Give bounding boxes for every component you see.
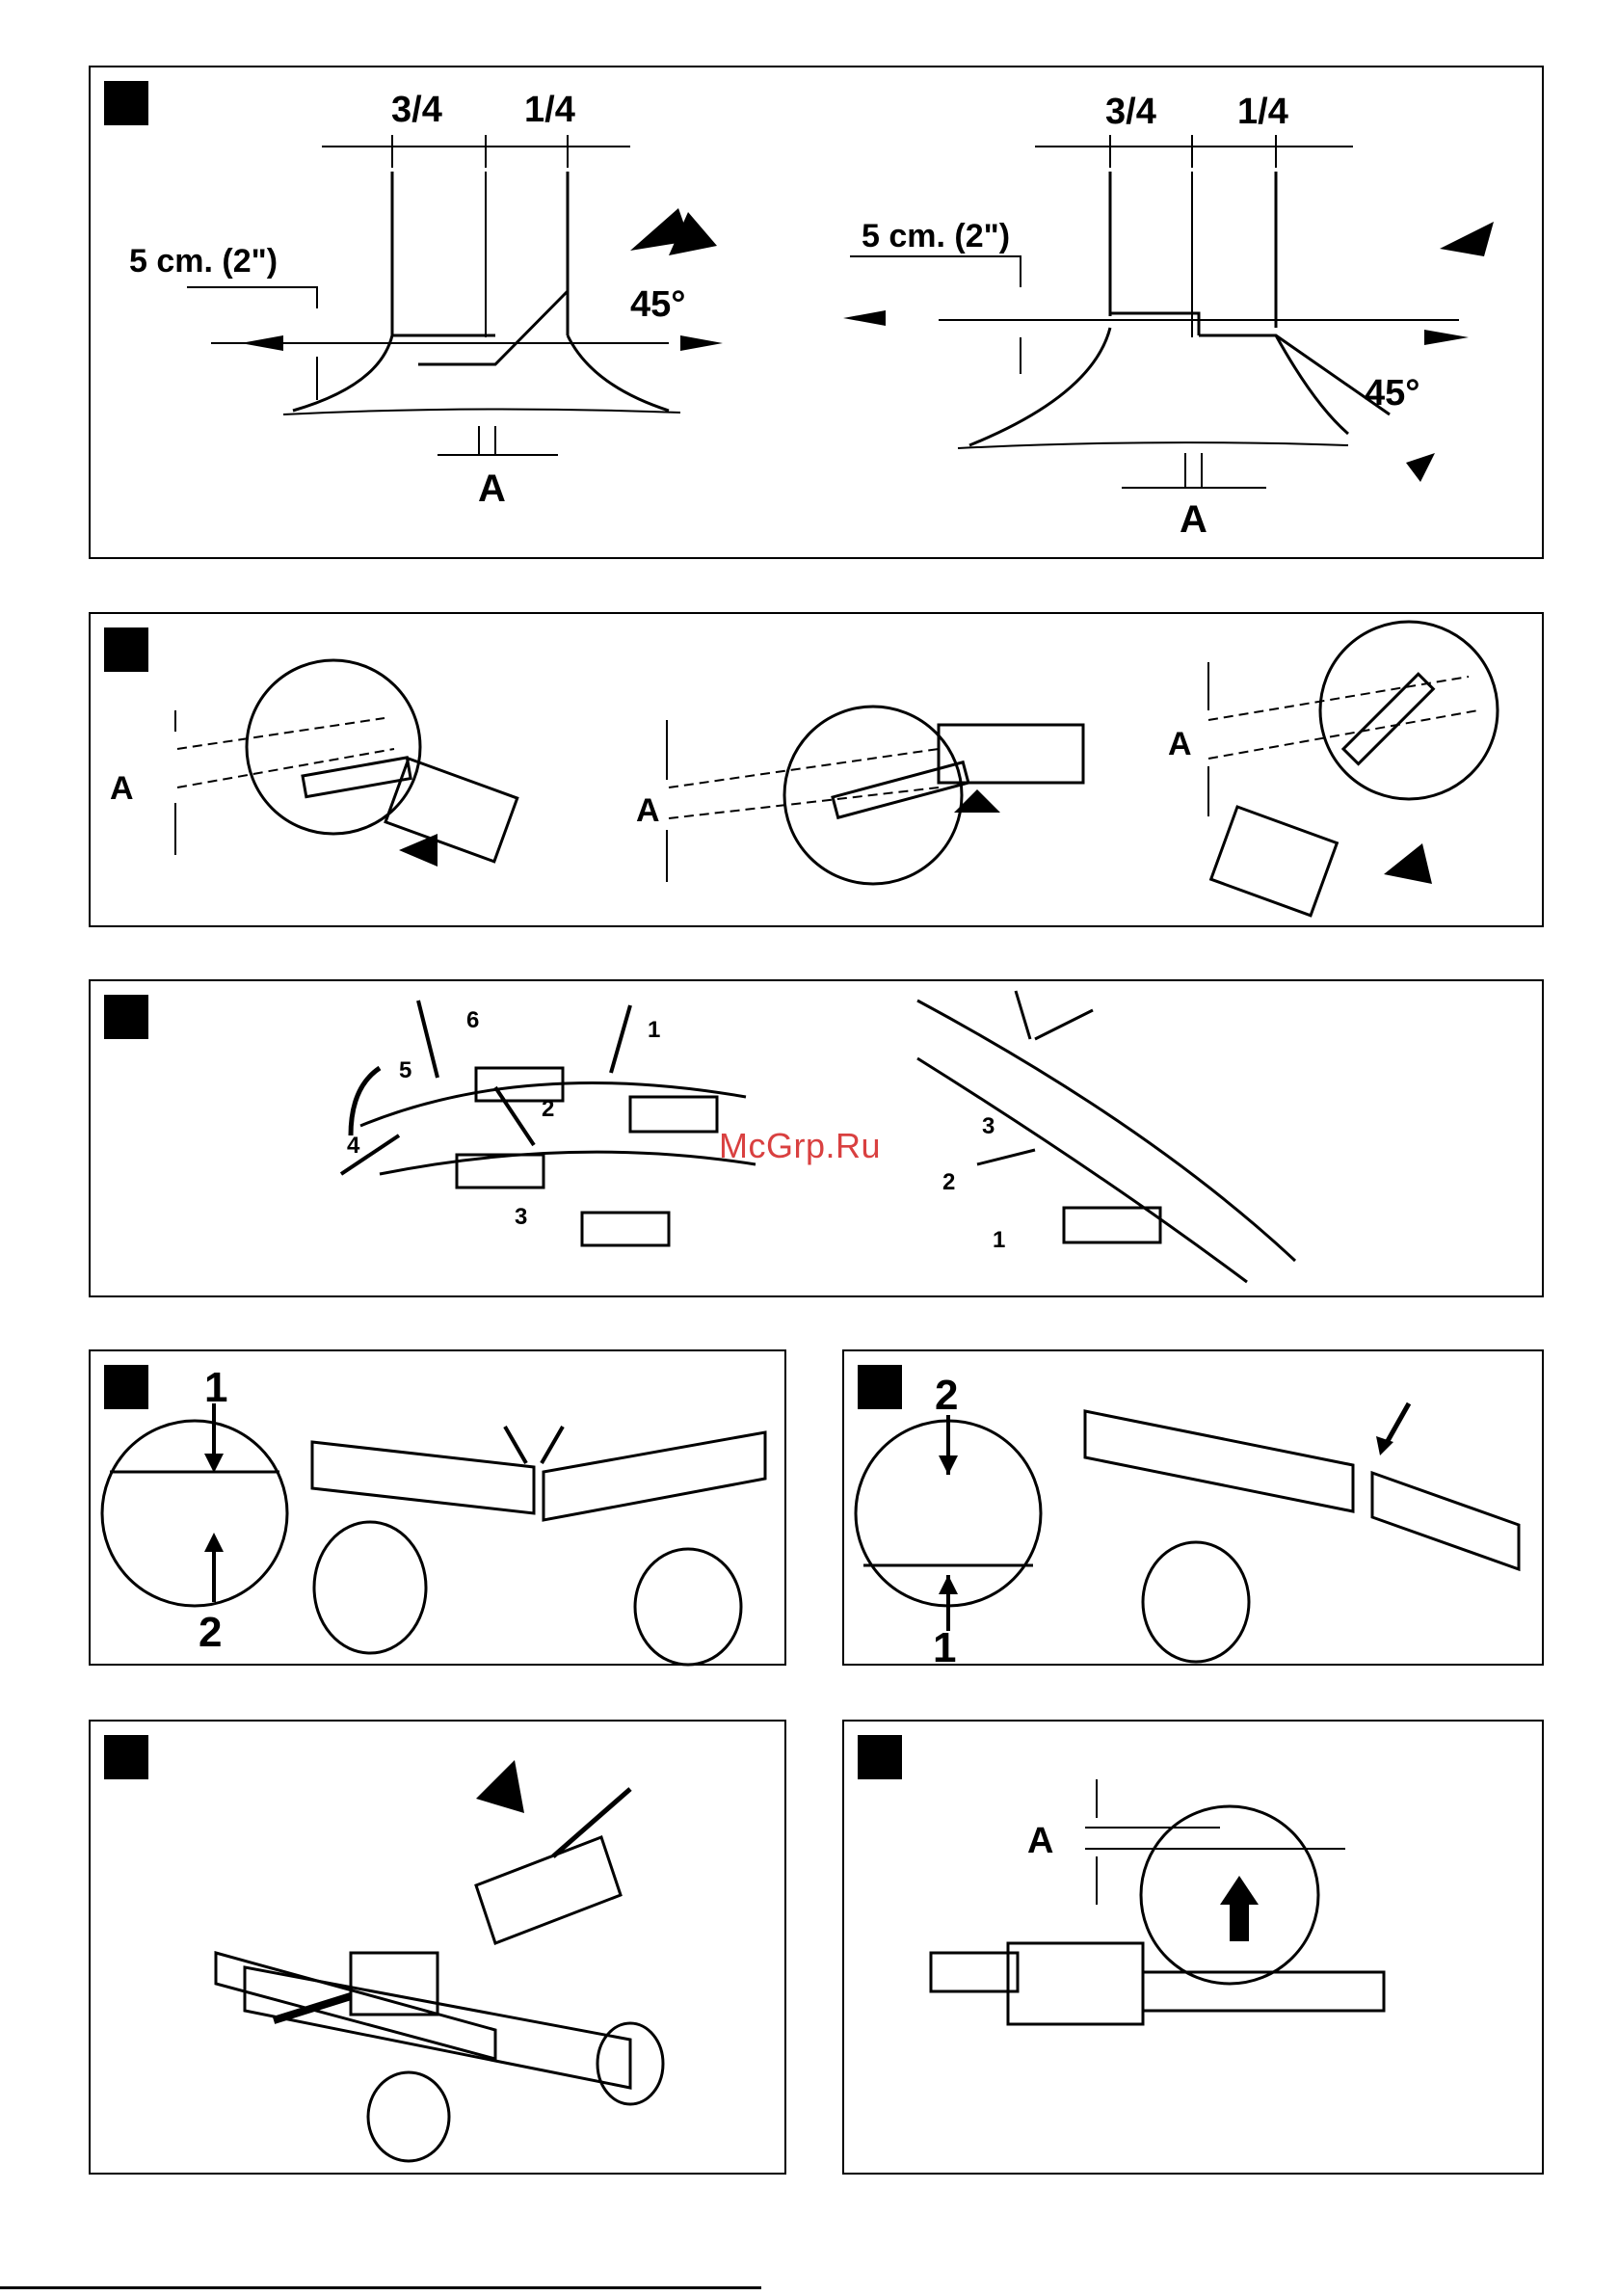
log-end-3 xyxy=(1320,622,1498,799)
saw-bar-1 xyxy=(303,758,411,797)
log-right-part xyxy=(1372,1473,1519,1569)
height-label: 5 cm. (2") xyxy=(129,243,278,280)
hinge-label: A xyxy=(478,467,506,510)
step-number: 6 xyxy=(466,1007,479,1033)
felling-labels: 3/4 1/4 5 cm. (2") 45° A 3/4 1/4 5 cm. (… xyxy=(129,90,1419,541)
felling-arrow-left-1 xyxy=(241,335,283,351)
log-left-half xyxy=(312,1442,534,1513)
felling-arrow-right-1 xyxy=(680,335,723,351)
watermark-text: McGrp.Ru xyxy=(719,1126,881,1166)
saw-5 xyxy=(1064,1208,1160,1242)
left-trunk xyxy=(392,172,568,335)
frac-left-label: 3/4 xyxy=(391,90,442,130)
angle-label: 45° xyxy=(1365,373,1419,414)
support-log xyxy=(1143,1542,1249,1662)
height-label: 5 cm. (2") xyxy=(862,218,1010,254)
saw-2 xyxy=(630,1097,717,1132)
push-arrow-3 xyxy=(1384,843,1432,884)
support-middle-panel: 2 1 xyxy=(842,1349,1544,1666)
step-number: 5 xyxy=(399,1057,411,1083)
step-number: 2 xyxy=(942,1169,955,1195)
cut-order-bottom: 2 xyxy=(199,1609,222,1656)
fall-direction-arrow-2 xyxy=(1440,222,1494,256)
underside-cut-panel: A xyxy=(842,1720,1544,2175)
support-middle-illustration: 2 1 xyxy=(844,1351,1546,1668)
saw-body-3 xyxy=(1211,807,1338,916)
hinge-label: A xyxy=(1180,498,1207,541)
support-ends-illustration: 1 2 xyxy=(91,1351,788,1668)
footer-rule xyxy=(0,2286,761,2289)
step-number: 3 xyxy=(982,1113,995,1139)
support-log-left xyxy=(314,1522,426,1653)
felling-arrow-left-2 xyxy=(843,310,886,326)
felling-arrow-right-2 xyxy=(1424,330,1469,345)
frac-left-label: 3/4 xyxy=(1105,92,1156,132)
frac-right-label: 1/4 xyxy=(524,90,575,130)
trunk-right xyxy=(917,1001,1295,1282)
log-right-half xyxy=(544,1432,765,1520)
step-number: 1 xyxy=(993,1227,1005,1253)
cut-order-top: 2 xyxy=(935,1372,958,1419)
felling-illustration: 3/4 1/4 5 cm. (2") 45° A 3/4 1/4 5 cm. (… xyxy=(91,67,1546,561)
angle-label: 45° xyxy=(630,284,685,325)
underside-cut-illustration: A xyxy=(844,1722,1546,2176)
a-label: A xyxy=(636,792,660,829)
step-number: 3 xyxy=(515,1204,527,1230)
log-left-part xyxy=(1085,1411,1353,1511)
cross-logs-illustration xyxy=(91,1722,788,2176)
lower-log-end xyxy=(368,2072,449,2161)
bucking-illustration: A A A xyxy=(91,614,1546,929)
chainsaw-body xyxy=(1008,1943,1143,2024)
chainsaw xyxy=(351,1953,438,2015)
frac-right-label: 1/4 xyxy=(1237,92,1288,132)
step-number: 1 xyxy=(648,1017,660,1043)
step-number: 2 xyxy=(542,1096,554,1122)
felling-panel: 3/4 1/4 5 cm. (2") 45° A 3/4 1/4 5 cm. (… xyxy=(89,66,1544,559)
slant-log xyxy=(476,1837,621,1943)
log-section xyxy=(102,1421,287,1606)
log-end-1 xyxy=(247,660,420,834)
support-ends-panel: 1 2 xyxy=(89,1349,786,1666)
push-arrow-1 xyxy=(399,834,438,867)
cross-logs-panel xyxy=(89,1720,786,2175)
push-up-arrow xyxy=(1220,1876,1259,1905)
right-notch xyxy=(1110,313,1390,414)
saw-body-1 xyxy=(385,759,517,862)
saw-bar-3 xyxy=(1343,674,1433,763)
a-label: A xyxy=(1168,726,1192,762)
movement-arrow xyxy=(476,1760,524,1813)
saw-bar-2 xyxy=(833,762,968,817)
bucking-panel: A A A xyxy=(89,612,1544,927)
saw-4 xyxy=(582,1213,669,1245)
left-stump xyxy=(293,335,669,411)
cut-order-top: 1 xyxy=(204,1364,227,1411)
left-notch xyxy=(392,291,568,364)
support-log-right xyxy=(635,1549,741,1665)
chainsaw-handle xyxy=(931,1953,1018,1991)
a-label: A xyxy=(1027,1821,1053,1861)
step-number: 4 xyxy=(347,1133,360,1159)
cut-order-bottom: 1 xyxy=(933,1624,956,1668)
a-label: A xyxy=(110,770,134,807)
